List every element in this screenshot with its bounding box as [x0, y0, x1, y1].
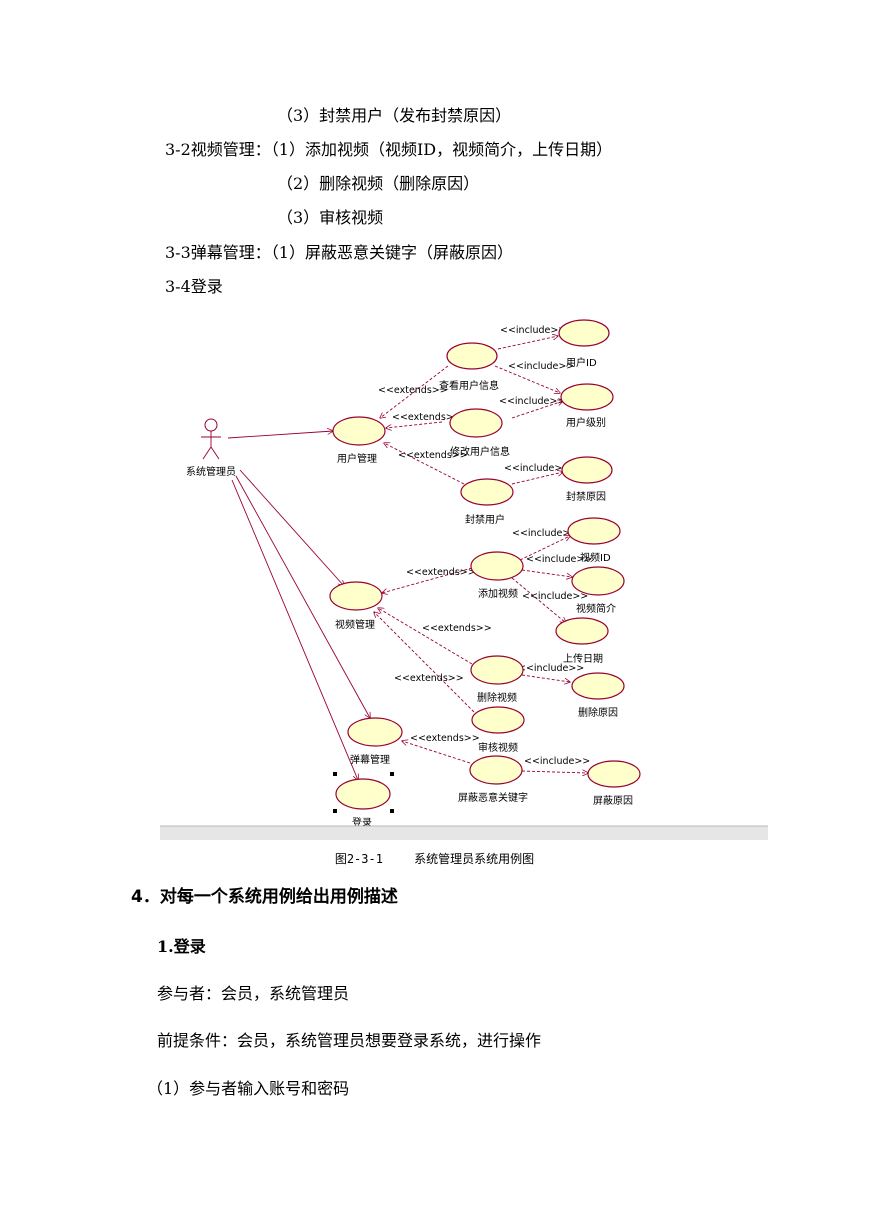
assoc-video-mgmt — [239, 469, 344, 586]
label-video-id: 视频ID — [580, 551, 611, 564]
stereo-include-4: <<include>> — [504, 463, 570, 474]
actor-figure — [201, 418, 221, 460]
use-case-ban-user — [460, 478, 514, 506]
text-line-review-video: （3）审核视频 — [277, 208, 384, 227]
stereo-extends-2: <<extends>> — [392, 412, 462, 423]
selection-handles — [333, 772, 394, 813]
stereo-include-8: <<include>> — [518, 663, 584, 674]
stereo-extends-4: <<extends>> — [406, 567, 476, 578]
text-line-ban-user: （3）封禁用户（发布封禁原因） — [277, 106, 512, 125]
rel-include-ban-reason — [511, 472, 563, 485]
use-case-add-video — [470, 551, 524, 581]
use-case-delete-reason — [571, 672, 625, 700]
section-heading: 4．对每一个系统用例给出用例描述 — [131, 887, 398, 907]
use-case-view-user — [446, 342, 498, 370]
rel-extends-add-video — [382, 567, 473, 593]
use-case-video-id — [567, 517, 621, 545]
rel-extends-block-keyword — [402, 741, 471, 764]
use-case-modify-user — [449, 408, 503, 438]
stereo-extends-5: <<extends>> — [422, 623, 492, 634]
stereo-include-3: <<include>> — [499, 396, 565, 407]
rel-include-video-intro — [521, 569, 572, 577]
use-case-user-level — [560, 383, 614, 411]
rel-extends-view — [380, 365, 449, 418]
rel-include-delete-reason — [521, 674, 570, 682]
label-user-mgmt: 用户管理 — [337, 452, 377, 465]
use-case-user-id — [558, 319, 610, 347]
label-add-video: 添加视频 — [478, 587, 518, 600]
use-case-video-intro — [571, 566, 625, 596]
rel-include-video-id — [519, 536, 570, 561]
stereo-extends-7: <<extends>> — [410, 733, 480, 744]
paragraph-participants: 参与者：会员，系统管理员 — [157, 984, 350, 1003]
use-case-ban-reason — [561, 456, 613, 484]
label-upload-date: 上传日期 — [563, 653, 603, 665]
use-case-review-video — [471, 706, 525, 734]
label-block-keyword: 屏蔽恶意关键字 — [458, 791, 528, 804]
use-case-user-mgmt — [332, 416, 386, 446]
assoc-login — [231, 479, 358, 780]
use-case-block-reason — [587, 760, 641, 788]
figure-caption: 图2-3-1 系统管理员系统用例图 — [0, 850, 869, 867]
stereo-include-6: <<include>> — [526, 554, 592, 565]
subsection-heading: 1.登录 — [157, 937, 206, 956]
use-case-block-keyword — [469, 755, 523, 785]
use-case-diagram: 系统管理员 <<include>> <<include>> <<extends>… — [160, 311, 768, 841]
label-ban-user: 封禁用户 — [465, 513, 505, 526]
text-line-danmaku-mgmt: 3-3弹幕管理：（1）屏蔽恶意关键字（屏蔽原因） — [165, 243, 513, 262]
figure-title: 系统管理员系统用例图 — [414, 852, 535, 866]
label-video-intro: 视频简介 — [576, 602, 616, 615]
text-line-delete-video: （2）删除视频（删除原因） — [277, 174, 480, 193]
figure-number: 图2-3-1 — [334, 852, 383, 866]
use-case-upload-date — [555, 617, 609, 645]
text-line-login: 3-4登录 — [165, 277, 223, 296]
label-ban-reason: 封禁原因 — [566, 490, 606, 503]
label-review-video: 审核视频 — [478, 741, 518, 754]
rel-include-user-id — [497, 336, 558, 350]
rel-include-block-reason — [521, 771, 588, 773]
stereo-include-2: <<include>> — [508, 361, 574, 372]
label-user-id: 用户ID — [566, 356, 597, 369]
stereo-include-5: <<include>> — [512, 528, 578, 539]
rel-include-user-level-a — [494, 365, 560, 393]
assoc-danmaku-mgmt — [235, 475, 370, 718]
label-modify-user: 修改用户信息 — [450, 445, 510, 458]
label-delete-video: 删除视频 — [477, 691, 517, 704]
paragraph-precondition: 前提条件：会员，系统管理员想要登录系统，进行操作 — [157, 1031, 542, 1050]
use-case-danmaku-mgmt — [347, 717, 403, 747]
text-line-video-mgmt: 3-2视频管理：（1）添加视频（视频ID，视频简介，上传日期） — [165, 140, 613, 159]
stereo-extends-3: <<extends>> — [398, 450, 468, 461]
stereo-extends-1: <<extends>> — [378, 385, 448, 396]
stereo-include-1: <<include>> — [500, 325, 566, 336]
paragraph-step-1: （1）参与者输入账号和密码 — [147, 1079, 350, 1098]
diagram-scroll-strip — [160, 826, 768, 840]
assoc-user-mgmt — [227, 431, 333, 439]
label-video-mgmt: 视频管理 — [335, 618, 375, 631]
rel-include-upload-date — [511, 577, 566, 623]
rel-extends-delete-video — [378, 608, 473, 665]
label-delete-reason: 删除原因 — [578, 706, 618, 719]
rel-extends-modify — [386, 421, 443, 428]
use-case-login — [335, 778, 391, 810]
label-danmaku-mgmt: 弹幕管理 — [350, 753, 390, 766]
stereo-extends-6: <<extends>> — [394, 673, 464, 684]
use-case-video-mgmt — [329, 581, 383, 611]
actor-label: 系统管理员 — [186, 465, 236, 478]
stereo-include-7: <<include>> — [522, 591, 588, 602]
label-user-level: 用户级别 — [566, 416, 606, 429]
rel-include-user-level-b — [511, 401, 563, 419]
rel-extends-review-video — [374, 612, 475, 713]
use-case-delete-video — [470, 655, 524, 685]
label-block-reason: 屏蔽原因 — [593, 795, 633, 807]
stereo-include-9: <<include>> — [524, 756, 590, 767]
label-view-user: 查看用户信息 — [439, 379, 499, 392]
